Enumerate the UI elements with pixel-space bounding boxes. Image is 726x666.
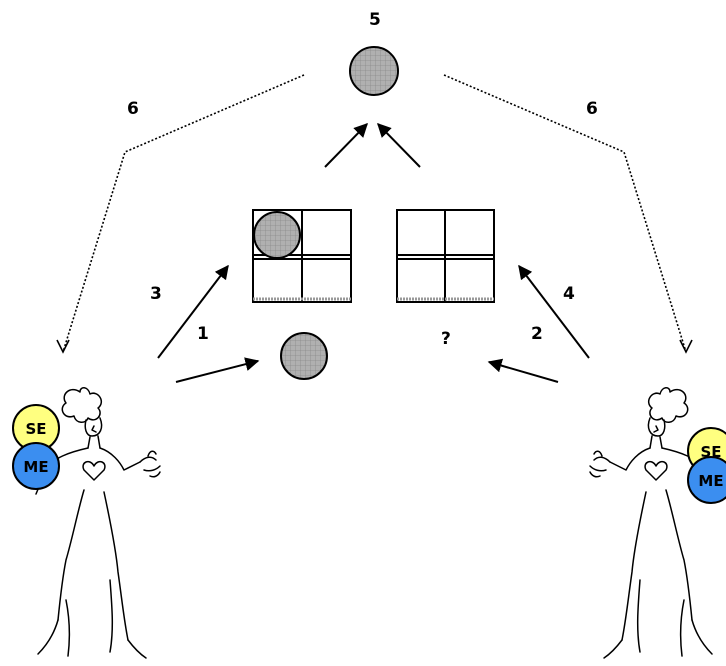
right-person-figure [589, 387, 715, 659]
step-4-label: 4 [563, 284, 575, 304]
right-se-label: SE [700, 443, 721, 461]
right-grid [396, 209, 495, 303]
arrow-3 [157, 264, 229, 359]
arrow-right-grid-to-ball [377, 122, 421, 168]
right-me-label: ME [698, 472, 723, 490]
step-3-label: 3 [150, 284, 162, 304]
left-se-badge: SE [12, 404, 60, 452]
right-me-badge: ME [687, 456, 726, 504]
left-grid-ball [253, 211, 301, 259]
arrow-1 [175, 357, 260, 383]
left-grid [252, 209, 352, 303]
dotted-arrowhead-left [56, 339, 70, 354]
result-ball [349, 46, 399, 96]
left-me-badge: ME [12, 442, 60, 490]
left-me-label: ME [23, 458, 48, 476]
arrow-2 [487, 358, 559, 383]
step-2-label: 2 [531, 324, 543, 344]
dotted-arrowhead-right [679, 339, 693, 354]
middle-ball [280, 332, 328, 380]
step-5-label: 5 [369, 10, 381, 30]
step-1-label: 1 [197, 324, 209, 344]
step-6-right-label: 6 [586, 99, 598, 119]
dotted-path-left [62, 74, 305, 353]
unknown-label: ? [441, 329, 451, 349]
left-se-label: SE [25, 420, 46, 438]
arrow-left-grid-to-ball [324, 122, 368, 168]
step-6-left-label: 6 [127, 99, 139, 119]
arrow-4 [518, 264, 590, 359]
dotted-path-right [443, 74, 687, 353]
